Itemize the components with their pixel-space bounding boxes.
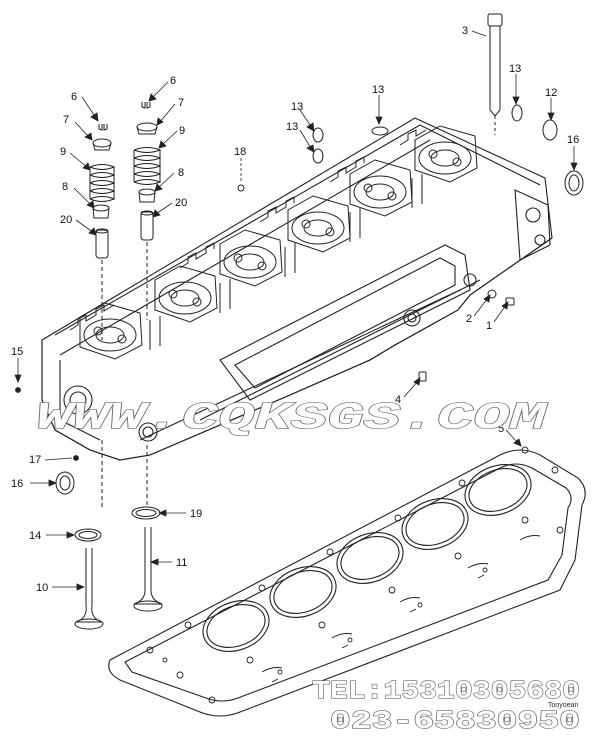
callout-18: 18 bbox=[234, 146, 246, 158]
corner-code: Tooyoean bbox=[548, 702, 578, 709]
contact-phone: 023-65830950 bbox=[330, 706, 580, 736]
callout-11: 11 bbox=[176, 557, 187, 569]
callout-7-left: 7 bbox=[63, 114, 69, 126]
valve-train-right bbox=[133, 102, 162, 505]
callout-6-right: 6 bbox=[170, 75, 176, 87]
bolt-and-seals bbox=[55, 13, 584, 495]
callout-13-left-lower: 13 bbox=[286, 121, 298, 133]
callout-16-right: 16 bbox=[567, 134, 579, 146]
callout-20-right: 20 bbox=[175, 197, 187, 209]
callout-19: 19 bbox=[190, 508, 202, 520]
callout-14: 14 bbox=[29, 530, 41, 542]
gasket-bores bbox=[202, 464, 532, 652]
contact-tel: TEL:15310305680 bbox=[312, 676, 580, 706]
callout-5: 5 bbox=[498, 423, 504, 435]
callout-15: 15 bbox=[11, 346, 23, 358]
callout-13-left-upper: 13 bbox=[291, 101, 303, 113]
callout-8-right: 8 bbox=[178, 167, 184, 179]
valve-pockets bbox=[69, 125, 478, 360]
callout-10: 10 bbox=[36, 582, 48, 594]
valves bbox=[74, 506, 163, 630]
callout-13-mid: 13 bbox=[372, 84, 384, 96]
gasket-slots bbox=[261, 535, 541, 683]
callout-labels: 3 13 13 13 13 12 16 16 6 6 7 7 9 9 8 8 2… bbox=[11, 25, 579, 594]
leader-lines bbox=[14, 30, 578, 591]
callout-3: 3 bbox=[462, 25, 468, 37]
callout-9-left: 9 bbox=[60, 146, 66, 158]
callout-4: 4 bbox=[395, 394, 401, 406]
callout-17: 17 bbox=[29, 454, 41, 466]
callout-9-right: 9 bbox=[179, 125, 185, 137]
callout-7-right: 7 bbox=[178, 97, 184, 109]
callout-12: 12 bbox=[545, 87, 557, 99]
gasket-bolt-holes bbox=[146, 446, 564, 704]
callout-6-left: 6 bbox=[71, 91, 77, 103]
head-gasket bbox=[108, 446, 586, 717]
cylinder-head bbox=[41, 117, 553, 461]
callout-2: 2 bbox=[466, 313, 472, 325]
callout-1: 1 bbox=[486, 320, 492, 332]
valve-train-left bbox=[89, 124, 116, 510]
callout-16-left: 16 bbox=[11, 478, 23, 490]
callout-13-top: 13 bbox=[509, 63, 521, 75]
callout-20-left: 20 bbox=[60, 214, 72, 226]
watermark-url: WWW.CQKSGS.COM bbox=[36, 397, 548, 440]
callout-8-left: 8 bbox=[62, 181, 68, 193]
